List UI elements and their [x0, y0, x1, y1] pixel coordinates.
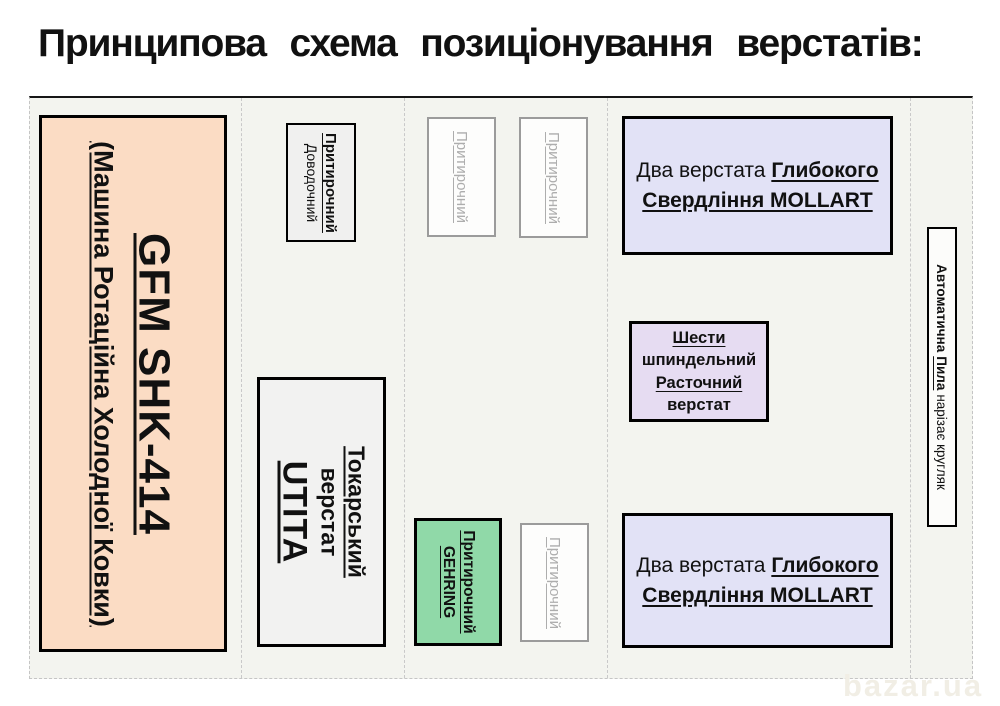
- machines-mollart-top: Два верстата Глибокого Свердління MOLLAR…: [622, 116, 893, 255]
- machine-six-spindle-boring: Шести шпиндельний Расточний верстат: [629, 321, 769, 422]
- page-title: Принципова схема позиціонування верстаті…: [38, 22, 924, 65]
- ghost-label-group: Притирочний: [433, 121, 491, 233]
- mollart-bottom-text: Два верстата Глибокого Свердління MOLLAR…: [636, 551, 878, 610]
- six-spindle-line2: шпиндельний: [641, 351, 757, 370]
- lapping-finishing-label-group: Притирочний Доводочний: [291, 127, 351, 239]
- six-spindle-line3: Расточний: [655, 373, 743, 392]
- machine-gehring-lapping: Притирочний GEHRING: [414, 518, 502, 646]
- mollart-bold1: Глибокого: [771, 159, 879, 183]
- watermark: bazar.ua: [843, 668, 984, 703]
- utita-line3: UTITA: [275, 460, 314, 564]
- machine-automatic-saw: Автоматична Пила нарізає кругляк: [927, 227, 957, 527]
- machines-mollart-bottom: Два верстата Глибокого Свердління MOLLAR…: [622, 513, 893, 648]
- ghost-lapping-label: Притирочний: [546, 536, 563, 629]
- gfm-name-label: GFM SHK-414: [129, 232, 179, 535]
- ghost-label-group: Притирочний: [525, 122, 583, 234]
- ghost-lapping-label: Притирочний: [545, 131, 562, 224]
- planned-lapping-machine-1: Притирочний: [427, 117, 496, 237]
- utita-line2: верстат: [315, 467, 342, 557]
- ghost-lapping-label: Притирочний: [453, 131, 470, 223]
- gfm-desc-label: (Машина Ротаційна Холодної Ковки): [88, 140, 119, 627]
- mollart-bold2: Свердління MOLLART: [642, 583, 873, 607]
- zone-divider: [607, 98, 608, 678]
- machine-utita-lathe: Токарський верстат UTITA: [257, 377, 386, 647]
- gfm-label-group: GFM SHK-414 (Машина Ротаційна Холодної К…: [46, 126, 221, 641]
- saw-bold-underline: Пила: [934, 356, 950, 391]
- zone-divider: [404, 98, 405, 678]
- planned-lapping-machine-2: Притирочний: [519, 117, 588, 238]
- machine-gfm-shk-414: GFM SHK-414 (Машина Ротаційна Холодної К…: [39, 115, 227, 652]
- mollart-bold1: Глибокого: [771, 554, 879, 578]
- lapping-label: Притирочний: [322, 132, 340, 233]
- saw-bold: Автоматична: [934, 264, 950, 353]
- mollart-top-text: Два верстата Глибокого Свердління MOLLAR…: [636, 156, 878, 215]
- six-spindle-label-group: Шести шпиндельний Расточний верстат: [632, 324, 766, 419]
- utita-label-group: Токарський верстат UTITA: [264, 387, 379, 637]
- machine-lapping-finishing: Притирочний Доводочний: [286, 123, 356, 242]
- gehring-line2: GEHRING: [440, 545, 457, 619]
- gehring-label-group: Притирочний GEHRING: [419, 523, 497, 641]
- six-spindle-line1: Шести: [672, 328, 726, 347]
- mollart-top-label: Два верстата Глибокого Свердління MOLLAR…: [625, 119, 890, 252]
- mollart-prefix: Два верстата: [636, 159, 766, 183]
- gehring-line1: Притирочний: [460, 530, 478, 634]
- utita-line1: Токарський: [343, 446, 370, 578]
- zone-divider: [910, 98, 911, 678]
- finishing-label: Доводочний: [304, 143, 321, 222]
- planned-lapping-machine-3: Притирочний: [520, 523, 589, 642]
- saw-label-group: Автоматична Пила нарізає кругляк: [931, 231, 953, 523]
- ghost-label-group: Притирочний: [526, 527, 584, 639]
- six-spindle-line4: верстат: [667, 395, 731, 414]
- mollart-bold2: Свердління MOLLART: [642, 188, 873, 212]
- mollart-prefix: Два верстата: [636, 554, 766, 578]
- saw-rest: нарізає кругляк: [934, 394, 950, 490]
- zone-divider: [241, 98, 242, 678]
- mollart-bottom-label: Два верстата Глибокого Свердління MOLLAR…: [625, 516, 890, 645]
